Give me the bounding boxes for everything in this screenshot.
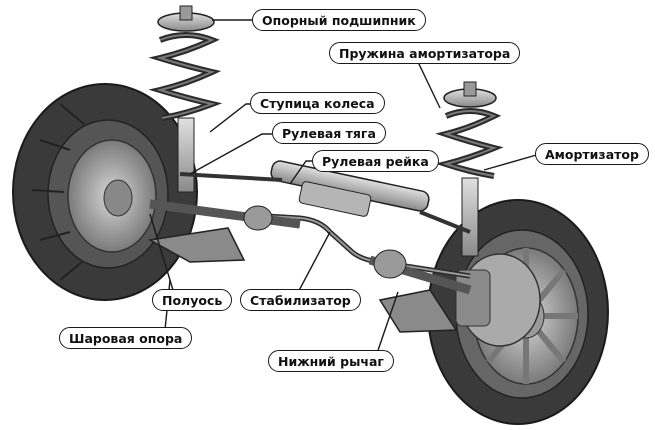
label-axle-shaft: Полуось [152, 289, 233, 311]
label-ball-joint: Шаровая опора [59, 327, 193, 349]
left-wheel [12, 83, 198, 301]
label-spring: Пружина амортизатора [329, 42, 521, 64]
label-hub: Ступица колеса [250, 92, 385, 114]
lower-arms [147, 227, 458, 333]
right-strut [435, 81, 504, 257]
steering-rack [179, 160, 471, 234]
label-shock: Амортизатор [535, 143, 649, 165]
axle-shafts [149, 199, 472, 295]
label-stabilizer: Стабилизатор [240, 289, 361, 311]
label-top-mount: Опорный подшипник [252, 9, 426, 31]
label-rack: Рулевая рейка [312, 150, 439, 172]
label-lower-arm: Нижний рычаг [268, 350, 394, 372]
stabilizer-bar [199, 209, 471, 279]
label-tie-rod: Рулевая тяга [272, 122, 386, 144]
